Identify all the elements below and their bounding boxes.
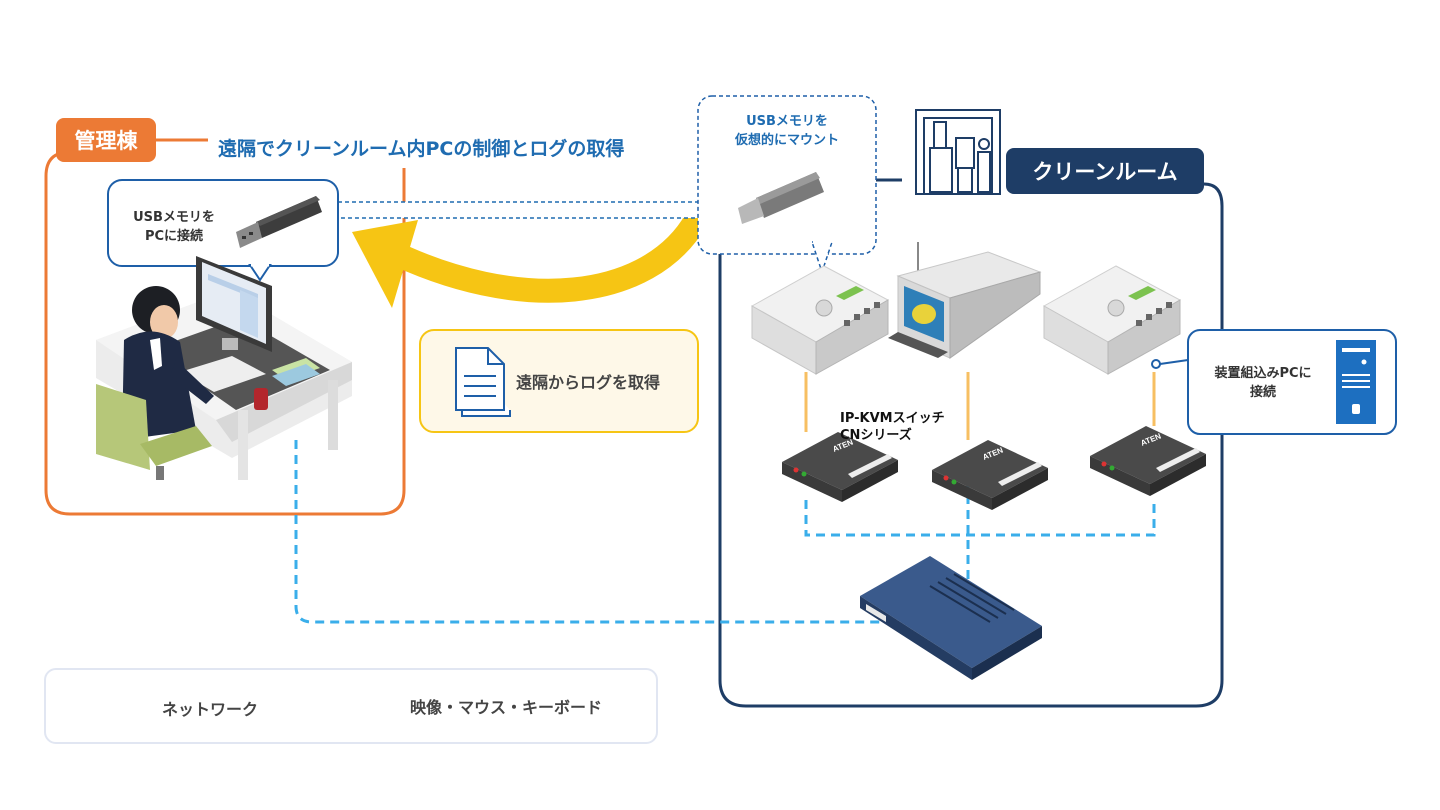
embedded-pc-line1: 装置組込みPCに <box>1214 366 1312 381</box>
usb-bubble <box>107 179 339 282</box>
cleanroom-label: クリーンルーム <box>1006 148 1204 194</box>
virtual-mount-line1: USBメモリを <box>746 114 828 129</box>
log-callout-label: 遠隔からログを取得 <box>516 373 661 392</box>
network-switch-icon <box>860 556 1042 680</box>
legend <box>44 668 658 744</box>
legend-video-label: 映像・マウス・キーボード <box>410 698 603 717</box>
kvm-switch-line2: CNシリーズ <box>840 428 912 443</box>
virtual-mount-text: USBメモリを 仮想的にマウント <box>706 112 868 150</box>
usb-bubble-text: USBメモリを PCに接続 <box>118 208 230 246</box>
legend-network-label: ネットワーク <box>162 700 259 719</box>
page-headline: 遠隔でクリーンルーム内PCの制御とログの取得 <box>218 138 625 160</box>
usb-stick-icon <box>236 196 322 248</box>
admin-building-frame <box>44 150 406 516</box>
virtual-transfer-arrow <box>323 190 738 230</box>
cleanroom-frame <box>718 182 1224 708</box>
video-lines <box>804 372 1156 440</box>
usb-bubble-line1: USBメモリを <box>133 210 215 225</box>
log-arrow <box>352 208 708 308</box>
server-tower-icon <box>1336 340 1376 424</box>
virtual-mount-line2: 仮想的にマウント <box>734 133 839 148</box>
admin-building-label: 管理棟 <box>56 118 156 162</box>
industrial-machine-icon <box>750 242 1182 375</box>
embedded-pc-label: 装置組込みPCに 接続 <box>1196 364 1330 402</box>
usb-bubble-line2: PCに接続 <box>144 229 204 244</box>
kvm-switch-label: IP-KVMスイッチ CNシリーズ <box>840 410 945 444</box>
virtual-usb-stick-icon <box>738 172 824 224</box>
kvm-switch-line1: IP-KVMスイッチ <box>840 411 945 426</box>
cleanroom-icon <box>915 109 1001 195</box>
kvm-device-icon: ATEN ATEN ATEN <box>782 426 1206 510</box>
operator-at-desk-icon <box>96 256 352 480</box>
document-icon <box>455 347 511 417</box>
embedded-pc-line2: 接続 <box>1249 385 1276 400</box>
